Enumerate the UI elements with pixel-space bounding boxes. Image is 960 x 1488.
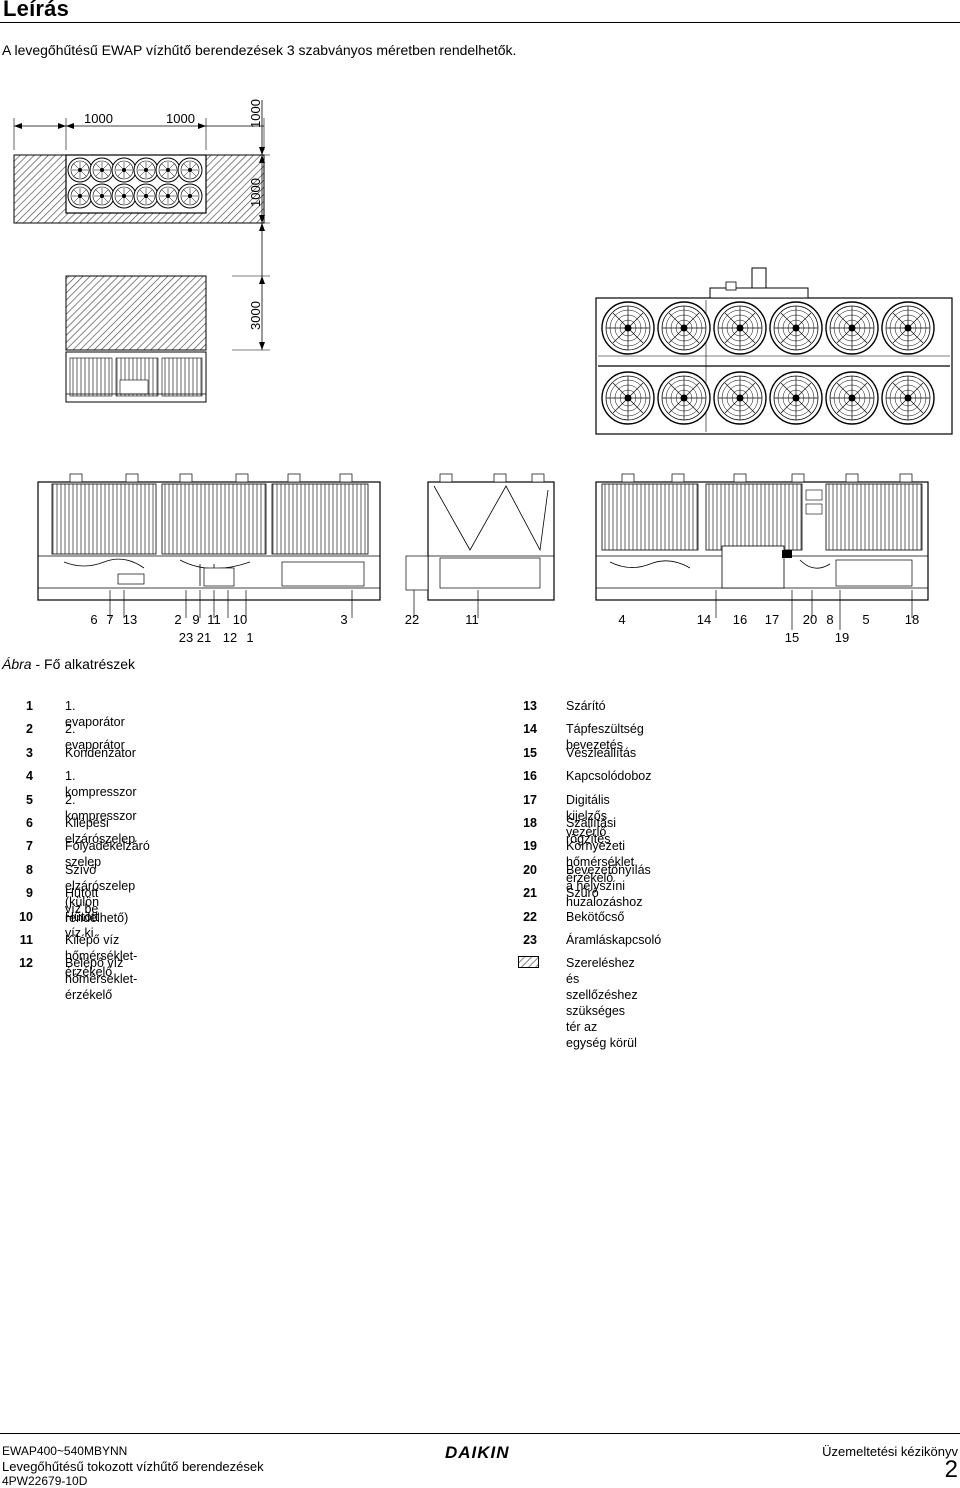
callout: 9: [192, 612, 199, 627]
legend-text: Folyadékelzáró szelep: [65, 839, 150, 870]
page-title: Leírás: [3, 0, 70, 21]
figure-caption: Ábra - Fő alkatrészek: [2, 656, 135, 672]
legend-text: Környezeti hőmérséklet érzékelő: [566, 839, 635, 886]
legend-text: 2. kompresszor: [65, 792, 137, 823]
callout: 18: [905, 612, 919, 627]
legend-text: Szűrő: [566, 886, 599, 901]
legend-num: 16: [523, 769, 537, 784]
main-components-figure: 1000 1000 1000 1000 3000: [0, 90, 960, 670]
callout: 1: [246, 630, 253, 645]
legend-text: Vészleállítás: [566, 745, 637, 760]
callout: 10: [233, 612, 247, 627]
legend-num: 13: [523, 699, 537, 713]
legend-num: 8: [26, 862, 33, 877]
dim-top-right: 1000: [166, 111, 195, 126]
caption-prefix: Ábra: [2, 656, 32, 672]
callout: 8: [826, 612, 833, 627]
legend-text: Bekötőcső: [566, 909, 625, 924]
legend-text: Kapcsolódoboz: [566, 769, 652, 784]
legend-text: Hűtött víz ki: [65, 909, 99, 940]
callout: 12: [223, 630, 237, 645]
page-footer: EWAP400~540MBYNN Levegőhűtésű tokozott v…: [0, 1433, 960, 1488]
footer-doc-code: 4PW22679-10D: [2, 1474, 88, 1488]
callout: 11: [465, 612, 479, 627]
legend-text: 1. kompresszor: [65, 769, 137, 800]
dim-side-bottom: 3000: [248, 301, 263, 330]
callout: 5: [862, 612, 869, 627]
legend-text: Hűtött víz be: [65, 886, 99, 917]
legend-text: Kondenzátor: [65, 745, 136, 760]
legend-num: 4: [26, 769, 33, 784]
legend-num: 7: [26, 839, 33, 854]
legend-text: Szívó elzárószelep (külön rendelhető): [65, 862, 136, 925]
legend-num: 15: [523, 745, 537, 760]
callout: 14: [697, 612, 711, 627]
legend-text: Belépő víz hőmérséklet-érzékelő: [65, 956, 138, 1003]
legend-num: 2: [26, 722, 33, 737]
legend-text: Áramláskapcsoló: [566, 932, 662, 947]
page-number: 2: [944, 1456, 958, 1483]
dim-side-mid: 1000: [248, 178, 263, 207]
callout: 13: [123, 612, 137, 627]
legend-num: 19: [523, 839, 537, 854]
legend-num: 12: [19, 956, 33, 971]
legend-text: Szereléshez és szellőzéshez szükséges té…: [566, 956, 638, 1051]
legend-text: 1. evaporátor: [65, 699, 125, 729]
legend-num: 11: [19, 932, 33, 947]
caption-text: - Fő alkatrészek: [31, 656, 136, 672]
callout: 17: [765, 612, 779, 627]
callout: 22: [405, 612, 419, 627]
callout: 23: [179, 630, 193, 645]
legend-text: Szárító: [566, 699, 606, 713]
legend-num: 23: [523, 932, 537, 947]
callout: 19: [835, 630, 849, 645]
footer-model: EWAP400~540MBYNN: [2, 1444, 128, 1458]
brand-logo: DAIKIN: [445, 1443, 510, 1462]
legend-num: 3: [26, 745, 33, 760]
callout: 16: [733, 612, 747, 627]
callout: 11: [207, 612, 221, 627]
callout: 21: [197, 630, 211, 645]
footer-manual: Üzemeltetési kézikönyv: [822, 1444, 958, 1459]
callout: 15: [785, 630, 799, 645]
unit-drawing: 1000 1000 1000 1000 3000: [13, 99, 953, 645]
dim-side-top: 1000: [248, 99, 263, 128]
callout: 4: [618, 612, 625, 627]
callout: 2: [174, 612, 181, 627]
legend-text: Kilépő víz hőmérséklet-érzékelő: [65, 932, 138, 979]
legend-num: 6: [26, 815, 33, 830]
footer-subtitle: Levegőhűtésű tokozott vízhűtő berendezés…: [2, 1459, 264, 1474]
legend-text: Kilépési elzárószelep: [65, 815, 136, 846]
legend-text: Bevezetőnyílás a helyszíni huzalozáshoz: [566, 862, 651, 909]
legend-text: Digitális kijelzős vezérlő: [566, 792, 610, 839]
legend-num: 14: [523, 722, 537, 737]
legend-num: 18: [523, 815, 537, 830]
intro-text: A levegőhűtésű EWAP vízhűtő berendezések…: [2, 42, 517, 58]
title-bar: Leírás: [0, 0, 960, 23]
legend-num: 9: [26, 886, 33, 901]
legend-text: 2. evaporátor: [65, 722, 125, 753]
callout: 7: [106, 612, 113, 627]
legend-num: 1: [26, 699, 33, 713]
legend-num: 5: [26, 792, 33, 807]
legend-text: Tápfeszültség bevezetés: [566, 722, 644, 753]
legend-num: 20: [523, 862, 537, 877]
legend-num: 17: [523, 792, 537, 807]
dim-top-left: 1000: [84, 111, 113, 126]
hatch-swatch-icon: [518, 956, 539, 969]
legend-num: 22: [523, 909, 537, 924]
legend-text: Szállítási rögzítés: [566, 815, 617, 846]
legend-num: 21: [523, 886, 537, 901]
callout: 6: [90, 612, 97, 627]
callout: 20: [803, 612, 817, 627]
callout: 3: [340, 612, 347, 627]
legend-num: 10: [19, 909, 33, 924]
